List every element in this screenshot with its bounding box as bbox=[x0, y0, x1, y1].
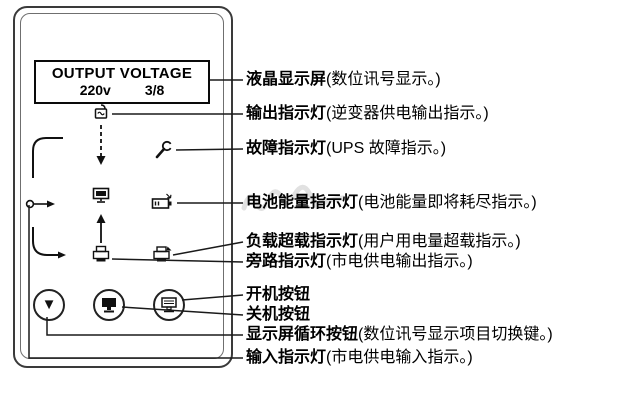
callout-overload: 负载超载指示灯(用户用电量超载指示。) bbox=[246, 232, 521, 252]
triangle-down-icon: ▼ bbox=[41, 295, 57, 313]
output-indicator-icon bbox=[92, 103, 110, 123]
callout-power-off-name: 关机按钮 bbox=[246, 306, 311, 323]
callout-bypass-name: 旁路指示灯 bbox=[246, 253, 327, 270]
callout-bypass: 旁路指示灯(市电供电输出指示。) bbox=[246, 252, 473, 272]
battery-icon bbox=[151, 193, 175, 211]
callout-display-cycle-desc: (数位讯号显示项目切换键。) bbox=[358, 326, 553, 343]
wrench-icon bbox=[153, 139, 175, 161]
callout-input-name: 输入指示灯 bbox=[246, 349, 327, 366]
flow-up-arrow bbox=[94, 214, 108, 244]
power-on-button bbox=[153, 289, 185, 321]
callout-output: 输出指示灯(逆变器供电输出指示。) bbox=[246, 104, 489, 124]
display-cycle-button: ▼ bbox=[33, 289, 65, 321]
load-monitor-icon bbox=[92, 187, 110, 204]
lcd-voltage-value: 220v bbox=[79, 82, 111, 98]
callout-battery-name: 电池能量指示灯 bbox=[246, 194, 359, 211]
bypass-printer-icon bbox=[92, 245, 110, 263]
callout-battery: 电池能量指示灯(电池能量即将耗尽指示。) bbox=[246, 193, 537, 213]
callout-output-name: 输出指示灯 bbox=[246, 105, 327, 122]
outlined-device-icon bbox=[161, 297, 177, 313]
callout-fault-desc: (UPS 故障指示。) bbox=[326, 140, 447, 157]
input-flow-bottom-curve bbox=[30, 226, 68, 262]
input-flow-top-curve bbox=[30, 134, 66, 180]
callout-output-desc: (逆变器供电输出指示。) bbox=[326, 105, 489, 122]
callout-lcd-name: 液晶显示屏 bbox=[246, 71, 327, 88]
input-indicator-circle-arrow-icon bbox=[24, 196, 56, 212]
power-off-button bbox=[93, 289, 125, 321]
callout-fault: 故障指示灯(UPS 故障指示。) bbox=[246, 139, 446, 159]
callout-power-off: 关机按钮 bbox=[246, 305, 310, 325]
callout-input-desc: (市电供电输入指示。) bbox=[326, 349, 473, 366]
callout-display-cycle: 显示屏循环按钮(数位讯号显示项目切换键。) bbox=[246, 325, 553, 345]
flow-down-dashed-arrow bbox=[94, 124, 108, 166]
callout-display-cycle-name: 显示屏循环按钮 bbox=[246, 326, 359, 343]
overload-printer-alert-icon bbox=[152, 245, 172, 263]
lcd-title: OUTPUT VOLTAGE bbox=[51, 65, 193, 82]
callout-fault-name: 故障指示灯 bbox=[246, 140, 327, 157]
callout-lcd: 液晶显示屏(数位讯号显示。) bbox=[246, 70, 441, 90]
callout-bypass-desc: (市电供电输出指示。) bbox=[326, 253, 473, 270]
callout-overload-desc: (用户用电量超载指示。) bbox=[358, 233, 521, 250]
callout-power-on-name: 开机按钮 bbox=[246, 286, 311, 303]
callout-lcd-desc: (数位讯号显示。) bbox=[326, 71, 441, 88]
callout-input: 输入指示灯(市电供电输入指示。) bbox=[246, 348, 473, 368]
lcd-display: OUTPUT VOLTAGE 220v 3/8 bbox=[34, 60, 210, 104]
lcd-mode-value: 3/8 bbox=[144, 82, 165, 98]
callout-battery-desc: (电池能量即将耗尽指示。) bbox=[358, 194, 537, 211]
callout-power-on: 开机按钮 bbox=[246, 285, 310, 305]
filled-device-icon bbox=[102, 298, 116, 313]
callout-overload-name: 负载超载指示灯 bbox=[246, 233, 359, 250]
